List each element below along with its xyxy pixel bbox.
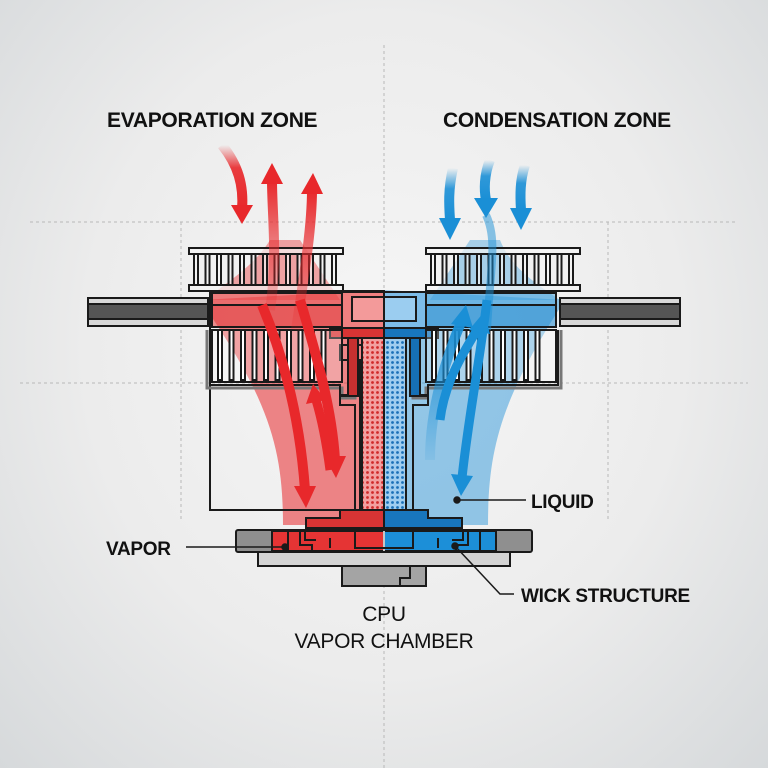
callout-leaders	[186, 496, 526, 595]
hot-flow-arrows	[218, 141, 346, 508]
fin	[464, 253, 471, 286]
hot-arrow-down-1	[257, 303, 310, 491]
fin	[285, 253, 291, 286]
fin	[204, 253, 211, 286]
hot-arrow-up-inner	[311, 398, 335, 471]
fin	[430, 253, 436, 286]
fin	[511, 329, 518, 381]
fin	[263, 329, 269, 381]
liquid-label: LIQUID	[531, 492, 594, 513]
fin	[239, 253, 245, 286]
cold-arrow-up-2	[435, 322, 484, 421]
arrow-head-up	[301, 173, 323, 194]
arrow-head-down	[231, 205, 253, 224]
caption-cpu: CPU	[362, 603, 405, 626]
fin	[193, 253, 199, 286]
fin	[488, 329, 495, 381]
arrow-head-down	[474, 198, 498, 218]
fin	[499, 253, 505, 286]
cold-flow-arrows	[425, 158, 532, 496]
fin	[250, 253, 257, 286]
fin	[216, 253, 222, 286]
arrow-head-down	[439, 218, 461, 240]
fin	[228, 329, 235, 381]
arrow-head-up	[451, 305, 473, 328]
fin	[453, 253, 459, 286]
cold-arrow-up-1	[425, 318, 467, 461]
heat-pipe-left	[87, 297, 209, 327]
condensation-zone-label: CONDENSATION ZONE	[443, 109, 671, 132]
fin-stack-right	[425, 247, 581, 292]
fin	[431, 329, 437, 381]
fin	[217, 329, 223, 381]
fin	[262, 253, 268, 286]
hot-arrow-down-top	[218, 141, 248, 211]
fin	[331, 253, 337, 286]
fin	[523, 329, 529, 381]
hot-arrow-down-2	[295, 298, 340, 461]
arrow-head-up	[306, 384, 326, 404]
fin	[556, 253, 563, 286]
caption-vapor-chamber: VAPOR CHAMBER	[295, 630, 474, 653]
fin	[522, 253, 528, 286]
fin	[534, 329, 541, 381]
fin	[297, 329, 304, 381]
fin	[500, 329, 506, 381]
vapor-label: VAPOR	[106, 539, 171, 560]
arrow-head-down	[294, 486, 316, 508]
arrow-head-down	[510, 208, 532, 230]
fin	[441, 253, 448, 286]
fin	[510, 253, 517, 286]
wick-structure-label: WICK STRUCTURE	[521, 586, 690, 607]
fin	[319, 253, 326, 286]
vapor-chamber-base	[235, 529, 533, 587]
cold-arrow-down-2	[479, 158, 495, 201]
fin	[476, 253, 482, 286]
evaporation-zone-label: EVAPORATION ZONE	[107, 109, 318, 132]
cold-arrow-down-3	[515, 163, 530, 211]
wick-column	[305, 337, 463, 529]
hot-arrow-up-1	[265, 179, 280, 311]
heat-pipe-right	[559, 297, 681, 327]
fin	[240, 329, 246, 381]
fin	[533, 253, 540, 286]
arrow-head-up	[261, 163, 283, 184]
arrow-head-down	[451, 474, 473, 496]
fin	[227, 253, 234, 286]
cold-arrow-down-inner	[457, 299, 492, 479]
fin	[568, 253, 574, 286]
fin	[251, 329, 258, 381]
cold-arrow-down-1	[444, 166, 458, 221]
fin-stack-left	[188, 247, 344, 292]
fin	[545, 253, 551, 286]
